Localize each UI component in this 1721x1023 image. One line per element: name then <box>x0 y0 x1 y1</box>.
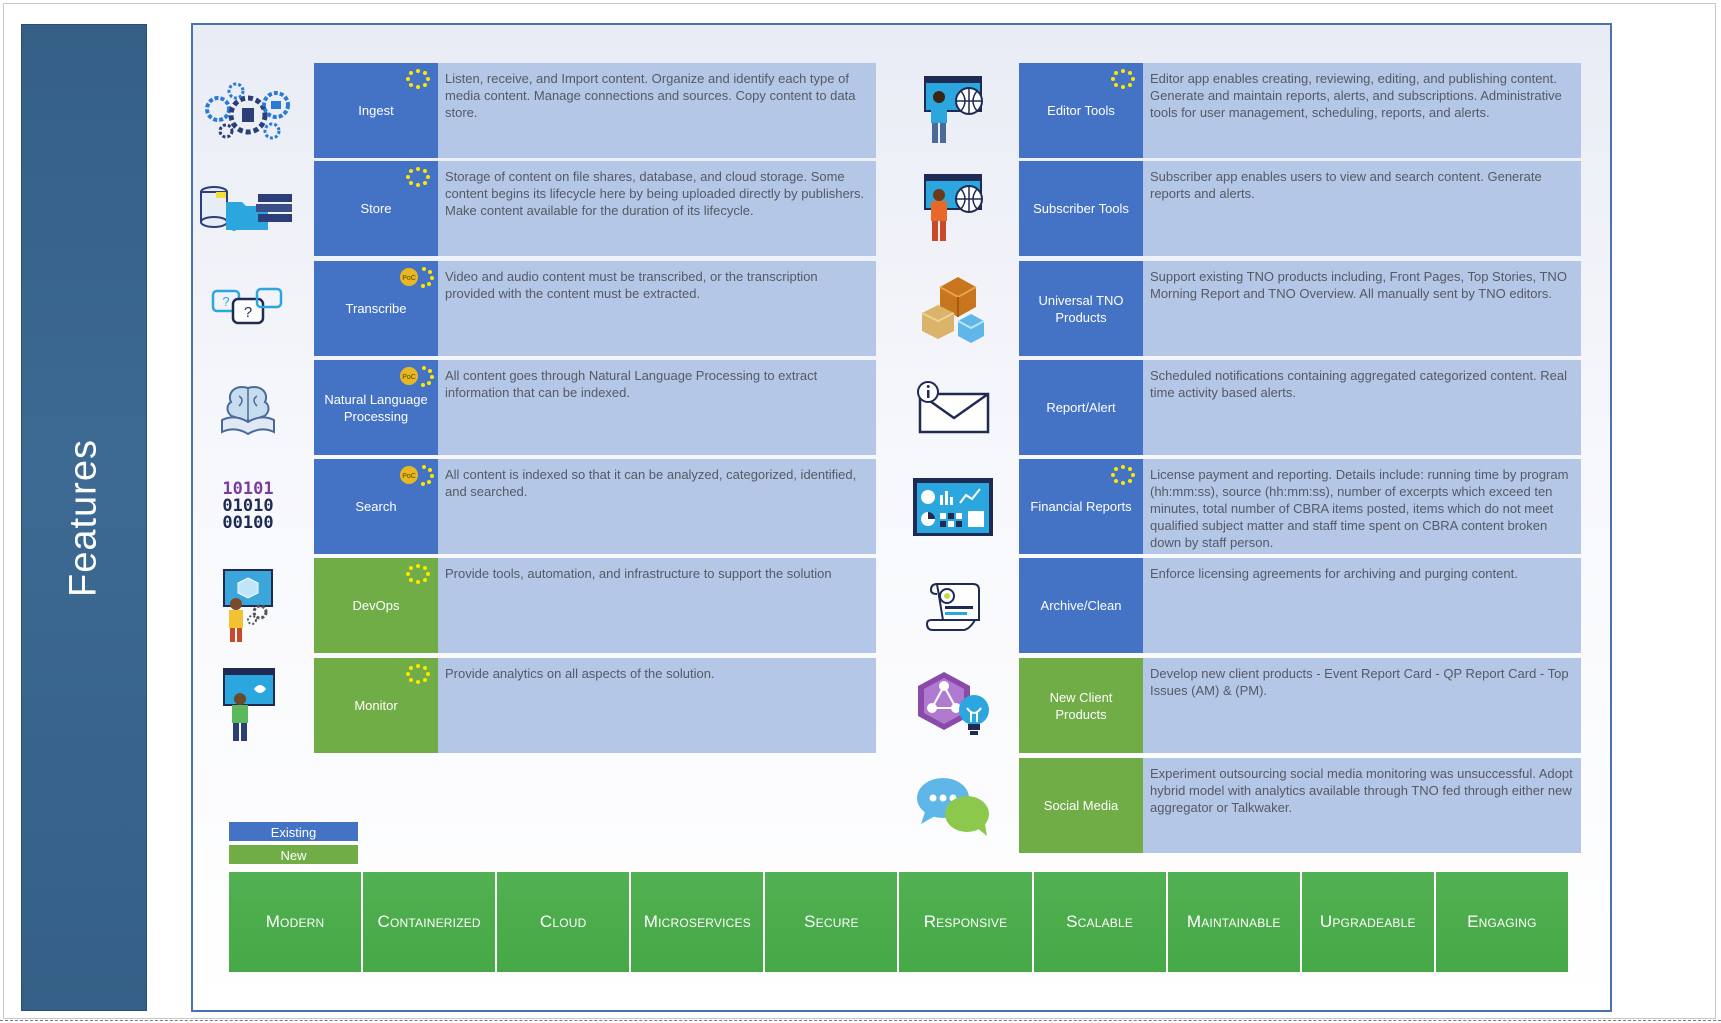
feature-description-ingest: Listen, receive, and Import content. Org… <box>438 63 876 158</box>
feature-row-new-client-products: New Client Products Develop new client p… <box>898 658 1598 753</box>
attribute-microservices: Microservices <box>630 871 765 973</box>
feature-description-archive-clean: Enforce licensing agreements for archivi… <box>1143 558 1581 653</box>
feature-label-store[interactable]: Store <box>314 161 438 256</box>
feature-label-nlp[interactable]: Natural Language Processing PoC <box>314 360 438 455</box>
feature-description-nlp: All content goes through Natural Languag… <box>438 360 876 455</box>
feature-row-monitor: Monitor Provide analytics on all aspects… <box>193 658 893 753</box>
binary-line-1: 10101 <box>222 479 274 499</box>
feature-description-search: All content is indexed so that it can be… <box>438 459 876 554</box>
page-frame <box>3 3 1716 1019</box>
legend-existing: Existing <box>228 821 359 842</box>
feature-label-editor-tools[interactable]: Editor Tools <box>1019 63 1143 158</box>
attribute-upgradeable: Upgradeable <box>1300 871 1435 973</box>
chat-bubbles-icon <box>898 758 1008 853</box>
attribute-bar: Modern Containerized Cloud Microservices… <box>228 871 1569 973</box>
feature-row-devops: DevOps Provide tools, automation, and in… <box>193 558 893 653</box>
sun-status-icon <box>1111 465 1135 485</box>
feature-label-new-client-products[interactable]: New Client Products <box>1019 658 1143 753</box>
database-folder-books-icon <box>193 161 303 256</box>
features-main-panel: Ingest Listen, receive, and Import conte… <box>191 23 1612 1012</box>
hexagon-lightbulb-icon <box>898 658 1008 753</box>
feature-label-subscriber-tools[interactable]: Subscriber Tools <box>1019 161 1143 256</box>
poc-sun-status-icon: PoC <box>400 366 434 387</box>
boxes-icon <box>898 261 1008 356</box>
binary-code-icon: 10101 01010 00100 <box>193 459 303 554</box>
svg-text:?: ? <box>222 294 229 309</box>
feature-description-monitor: Provide analytics on all aspects of the … <box>438 658 876 753</box>
svg-text:?: ? <box>244 304 252 321</box>
feature-row-archive-clean: Archive/Clean Enforce licensing agreemen… <box>898 558 1598 653</box>
attribute-engaging: Engaging <box>1434 871 1569 973</box>
feature-label-monitor[interactable]: Monitor <box>314 658 438 753</box>
attribute-responsive: Responsive <box>898 871 1033 973</box>
attribute-modern: Modern <box>228 871 363 973</box>
attribute-maintainable: Maintainable <box>1166 871 1301 973</box>
feature-description-editor-tools: Editor app enables creating, reviewing, … <box>1143 63 1581 158</box>
feature-description-social-media: Experiment outsourcing social media moni… <box>1143 758 1581 853</box>
binary-line-2: 01010 <box>222 496 274 516</box>
feature-description-devops: Provide tools, automation, and infrastru… <box>438 558 876 653</box>
legend-new: New <box>228 844 359 865</box>
feature-row-subscriber-tools: Subscriber Tools Subscriber app enables … <box>898 161 1598 256</box>
sun-status-icon <box>406 564 430 584</box>
subscriber-person-globe-icon <box>898 161 1008 256</box>
feature-label-search[interactable]: Search PoC <box>314 459 438 554</box>
svg-text:PoC: PoC <box>402 473 416 480</box>
editor-person-globe-icon <box>898 63 1008 158</box>
sun-status-icon <box>406 664 430 684</box>
svg-text:PoC: PoC <box>402 275 416 282</box>
features-side-panel: Features <box>21 24 147 1011</box>
feature-description-subscriber-tools: Subscriber app enables users to view and… <box>1143 161 1581 256</box>
feature-row-universal-tno-products: Universal TNO Products Support existing … <box>898 261 1598 356</box>
page-bottom-dashed-line <box>0 1020 1721 1021</box>
feature-row-financial-reports: Financial Reports License payment and re… <box>898 459 1598 554</box>
feature-label-universal-tno-products[interactable]: Universal TNO Products <box>1019 261 1143 356</box>
svg-text:PoC: PoC <box>402 374 416 381</box>
speech-bubbles-question-icon: ? ? <box>193 261 303 356</box>
feature-row-social-media: Social Media Experiment outsourcing soci… <box>898 758 1598 853</box>
attribute-scalable: Scalable <box>1032 871 1167 973</box>
feature-description-financial-reports: License payment and reporting. Details i… <box>1143 459 1581 554</box>
feature-row-transcribe: ? ? Transcribe PoC Video and audio conte… <box>193 261 893 356</box>
attribute-secure: Secure <box>764 871 899 973</box>
feature-row-ingest: Ingest Listen, receive, and Import conte… <box>193 63 893 158</box>
feature-row-editor-tools: Editor Tools Editor app enables creating… <box>898 63 1598 158</box>
feature-label-ingest[interactable]: Ingest <box>314 63 438 158</box>
feature-row-search: 10101 01010 00100 Search PoC All content… <box>193 459 893 554</box>
scroll-icon <box>898 558 1008 653</box>
feature-row-nlp: Natural Language Processing PoC All cont… <box>193 360 893 455</box>
gears-network-icon <box>193 63 303 158</box>
feature-description-universal-tno-products: Support existing TNO products including,… <box>1143 261 1581 356</box>
poc-sun-status-icon: PoC <box>400 267 434 288</box>
feature-label-social-media[interactable]: Social Media <box>1019 758 1143 853</box>
feature-description-new-client-products: Develop new client products - Event Repo… <box>1143 658 1581 753</box>
feature-description-report-alert: Scheduled notifications containing aggre… <box>1143 360 1581 455</box>
binary-line-3: 00100 <box>222 513 274 533</box>
feature-label-archive-clean[interactable]: Archive/Clean <box>1019 558 1143 653</box>
feature-label-financial-reports[interactable]: Financial Reports <box>1019 459 1143 554</box>
poc-sun-status-icon: PoC <box>400 465 434 486</box>
brain-book-icon <box>193 360 303 455</box>
sun-status-icon <box>406 69 430 89</box>
feature-description-store: Storage of content on file shares, datab… <box>438 161 876 256</box>
envelope-info-icon <box>898 360 1008 455</box>
developer-person-icon <box>193 558 303 653</box>
monitor-person-icon <box>193 658 303 753</box>
feature-row-report-alert: Report/Alert Scheduled notifications con… <box>898 360 1598 455</box>
dashboard-icon <box>898 459 1008 554</box>
attribute-cloud: Cloud <box>496 871 631 973</box>
feature-description-transcribe: Video and audio content must be transcri… <box>438 261 876 356</box>
sun-status-icon <box>1111 69 1135 89</box>
feature-label-transcribe[interactable]: Transcribe PoC <box>314 261 438 356</box>
feature-label-devops[interactable]: DevOps <box>314 558 438 653</box>
sun-status-icon <box>406 167 430 187</box>
attribute-containerized: Containerized <box>362 871 497 973</box>
features-title: Features <box>62 438 105 597</box>
feature-label-report-alert[interactable]: Report/Alert <box>1019 360 1143 455</box>
feature-row-store: Store Storage of content on file shares,… <box>193 161 893 256</box>
